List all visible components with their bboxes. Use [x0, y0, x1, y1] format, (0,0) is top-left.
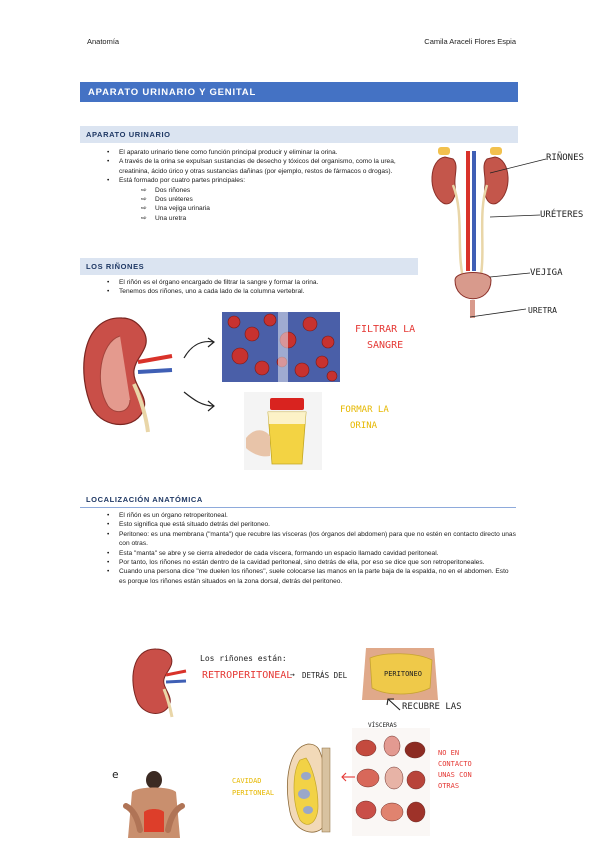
peritoneal-cavity-illustration	[287, 743, 331, 833]
note-not-in-contact: NO EN CONTACTO UNAS CON OTRAS	[438, 749, 472, 790]
label-pointer-lines	[469, 158, 547, 318]
list-item: Está formado por cuatro partes principal…	[105, 176, 423, 223]
list-item: Por tanto, los riñones no están dentro d…	[105, 558, 517, 568]
note-visceras: VÍSCERAS	[368, 722, 397, 729]
label-kidneys: RIÑONES	[546, 153, 584, 163]
header-subject: Anatomía	[87, 37, 120, 46]
abdomen-peritoneum-image	[362, 648, 438, 700]
arrow-icon	[183, 391, 215, 412]
section-title-urinary: APARATO URINARIO	[80, 126, 518, 143]
urine-cup-image	[244, 392, 322, 470]
note-covers: RECUBRE LAS	[402, 702, 462, 712]
arrow-icon	[183, 337, 216, 359]
section-title-location: LOCALIZACIÓN ANATÓMICA	[80, 491, 516, 508]
kidney-bullets: El riñón es el órgano encargado de filtr…	[105, 278, 425, 297]
viscera-collage-image	[352, 728, 430, 836]
list-item-text: Está formado por cuatro partes principal…	[119, 177, 246, 185]
list-item: A través de la orina se expulsan sustanc…	[105, 157, 423, 176]
list-item: El riñón es el órgano encargado de filtr…	[105, 278, 425, 288]
arrow-icon	[341, 772, 355, 782]
parts-list: Dos riñones Dos uréteres Una vejiga urin…	[141, 186, 423, 224]
note-behind: DETRÁS DEL	[302, 671, 348, 680]
part-urethra: Una uretra	[141, 214, 423, 224]
part-bladder: Una vejiga urinaria	[141, 204, 423, 214]
note-form-urine: FORMAR LA ORINA	[340, 405, 389, 431]
arrow-icon	[386, 698, 401, 711]
note-kidneys-are: Los riñones están:	[200, 654, 287, 663]
urinary-system-illustration	[431, 147, 509, 318]
kidney-small-illustration	[132, 648, 187, 718]
section-title-kidneys: LOS RIÑONES	[80, 258, 418, 275]
list-item: Cuando una persona dice "me duelen los r…	[105, 567, 517, 586]
location-bullets: El riñón es un órgano retroperitoneal. E…	[105, 511, 517, 586]
urinary-bullets: El aparato urinario tiene como función p…	[105, 148, 423, 224]
label-bladder: VEJIGA	[530, 268, 563, 278]
label-urethra: URETRA	[528, 306, 557, 315]
blood-cells-image	[222, 312, 340, 382]
list-item: Tenemos dos riñones, uno a cada lado de …	[105, 287, 425, 297]
label-ureters: URÉTERES	[540, 210, 584, 220]
header-author: Camila Araceli Flores Espia	[424, 37, 516, 46]
part-ureters: Dos uréteres	[141, 195, 423, 205]
part-kidneys: Dos riñones	[141, 186, 423, 196]
back-pain-image	[118, 770, 190, 838]
main-title: APARATO URINARIO Y GENITAL	[80, 82, 518, 102]
list-item: Esta "manta" se abre y se cierra alreded…	[105, 549, 517, 559]
kidney-illustration	[83, 317, 173, 433]
list-item: El aparato urinario tiene como función p…	[105, 148, 423, 158]
list-item: El riñón es un órgano retroperitoneal.	[105, 511, 517, 521]
note-peritoneum: PERITONEO	[384, 670, 422, 678]
arrow-text: →	[290, 670, 295, 679]
list-item: Peritoneo: es una membrana ("manta") que…	[105, 530, 517, 549]
note-retroperitoneal: RETROPERITONEAL	[202, 670, 293, 681]
note-peritoneal-cavity: CAVIDAD PERITONEAL	[232, 777, 275, 797]
list-item: Esto significa que está situado detrás d…	[105, 520, 517, 530]
note-filter-blood: FILTRAR LA SANGRE	[355, 324, 416, 351]
